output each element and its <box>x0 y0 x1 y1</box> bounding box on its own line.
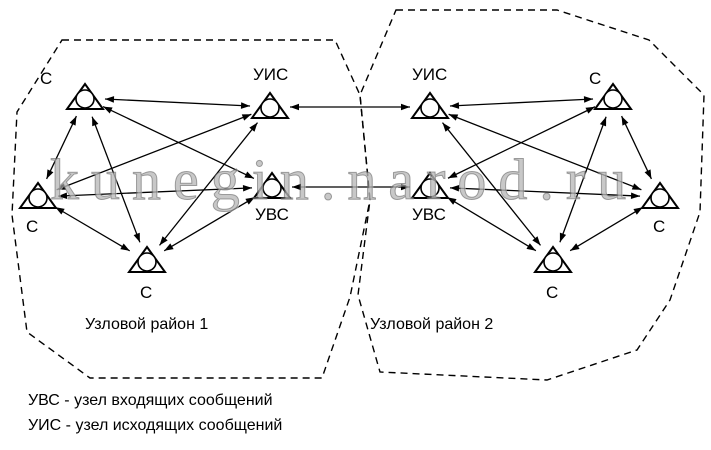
node-c6: С <box>533 245 573 302</box>
region-label-2: Узловой район 2 <box>370 316 494 333</box>
arrowhead <box>401 103 410 111</box>
arrowhead <box>290 103 299 111</box>
arrowhead <box>159 236 168 246</box>
arrowhead <box>526 243 536 251</box>
node-c4: С <box>589 69 633 110</box>
node-c5: С <box>640 181 680 236</box>
legend: УВС - узел входящих сообщений УИС - узел… <box>28 388 282 438</box>
edge-c1-c2 <box>45 115 78 180</box>
node-circle <box>420 178 440 198</box>
node-circle <box>137 252 157 272</box>
node-circle <box>603 89 623 109</box>
node-circle <box>420 98 440 118</box>
edge-c1-uis1 <box>104 96 251 109</box>
arrowhead <box>133 232 140 243</box>
edge-c5-c6 <box>569 206 644 252</box>
arrowhead <box>103 106 113 114</box>
edge-c4-c5 <box>620 115 653 180</box>
node-circle <box>262 178 282 198</box>
node-label-uvs2: УВС <box>412 205 446 224</box>
edge-c5-uis2 <box>448 113 642 191</box>
arrowhead <box>240 102 251 109</box>
arrowhead <box>644 169 652 179</box>
arrowhead <box>401 183 410 191</box>
node-uvs1: УВС <box>252 171 292 224</box>
arrowhead <box>449 102 460 109</box>
arrowhead <box>46 169 54 179</box>
arrowhead <box>56 183 67 190</box>
arrowhead <box>559 232 567 243</box>
arrowhead <box>583 96 594 103</box>
node-c3: С <box>127 245 167 302</box>
edge-c6-uis2 <box>441 122 542 246</box>
node-label-uis2: УИС <box>412 65 447 84</box>
arrowhead <box>532 236 541 246</box>
node-uis1: УИС <box>250 65 290 119</box>
arrowhead <box>242 184 253 192</box>
edge-c2-uis1 <box>56 113 252 191</box>
node-label-c2: С <box>26 217 38 236</box>
arrowhead <box>570 243 580 251</box>
arrowhead <box>585 106 596 114</box>
arrowhead <box>245 197 255 205</box>
edge-uvs1-uvs2 <box>292 183 410 191</box>
arrowhead <box>164 243 174 251</box>
arrowhead <box>447 197 457 205</box>
legend-line-uis: УИС - узел исходящих сообщений <box>28 417 283 434</box>
arrowhead <box>292 183 301 191</box>
region-boundary-1 <box>11 39 371 379</box>
edge-c2-c3 <box>54 206 131 252</box>
arrowhead <box>447 171 458 179</box>
arrowhead <box>92 116 99 127</box>
edge-c2-uvs1 <box>57 184 253 200</box>
arrowhead <box>104 96 115 103</box>
arrowhead <box>241 114 252 121</box>
arrowhead <box>631 183 642 190</box>
node-c2: С <box>18 181 58 236</box>
node-label-c4: С <box>589 69 601 88</box>
edge-c6-uvs2 <box>446 196 537 252</box>
node-label-c6: С <box>546 283 558 302</box>
node-label-c1: С <box>40 69 52 88</box>
node-uis2: УИС <box>410 65 450 119</box>
arrowhead <box>621 116 629 126</box>
node-label-c3: С <box>140 283 152 302</box>
edge-c1-c3 <box>91 116 141 243</box>
node-circle <box>28 188 48 208</box>
legend-line-uvs: УВС - узел входящих сообщений <box>28 392 273 409</box>
node-circle <box>543 252 563 272</box>
node-label-c5: С <box>653 217 665 236</box>
node-label-uis1: УИС <box>253 65 288 84</box>
edge-c3-uis1 <box>158 122 259 246</box>
node-circle <box>650 188 670 208</box>
arrowhead <box>599 116 607 127</box>
arrowhead <box>244 171 254 179</box>
arrowhead <box>448 114 459 121</box>
node-circle <box>75 89 95 109</box>
node-uvs2: УВС <box>410 171 450 224</box>
region-label-1: Узловой район 1 <box>85 316 209 333</box>
node-label-uvs1: УВС <box>255 205 289 224</box>
arrowhead <box>69 116 77 126</box>
arrowhead <box>120 243 130 251</box>
edge-c4-uis2 <box>449 96 594 109</box>
arrowhead <box>449 184 460 192</box>
edge-c3-uvs1 <box>163 196 256 252</box>
arrowhead <box>249 122 258 132</box>
arrowhead <box>442 122 451 132</box>
arrowhead <box>57 192 68 200</box>
arrowhead <box>630 192 641 200</box>
node-circle <box>260 98 280 118</box>
node-c1: С <box>40 69 105 110</box>
region-boundary-2 <box>357 9 705 381</box>
edge-uis1-uis2 <box>290 103 410 111</box>
edge-c5-uvs2 <box>449 184 641 200</box>
edge-c4-c6 <box>559 116 607 243</box>
arrowhead <box>633 207 643 215</box>
